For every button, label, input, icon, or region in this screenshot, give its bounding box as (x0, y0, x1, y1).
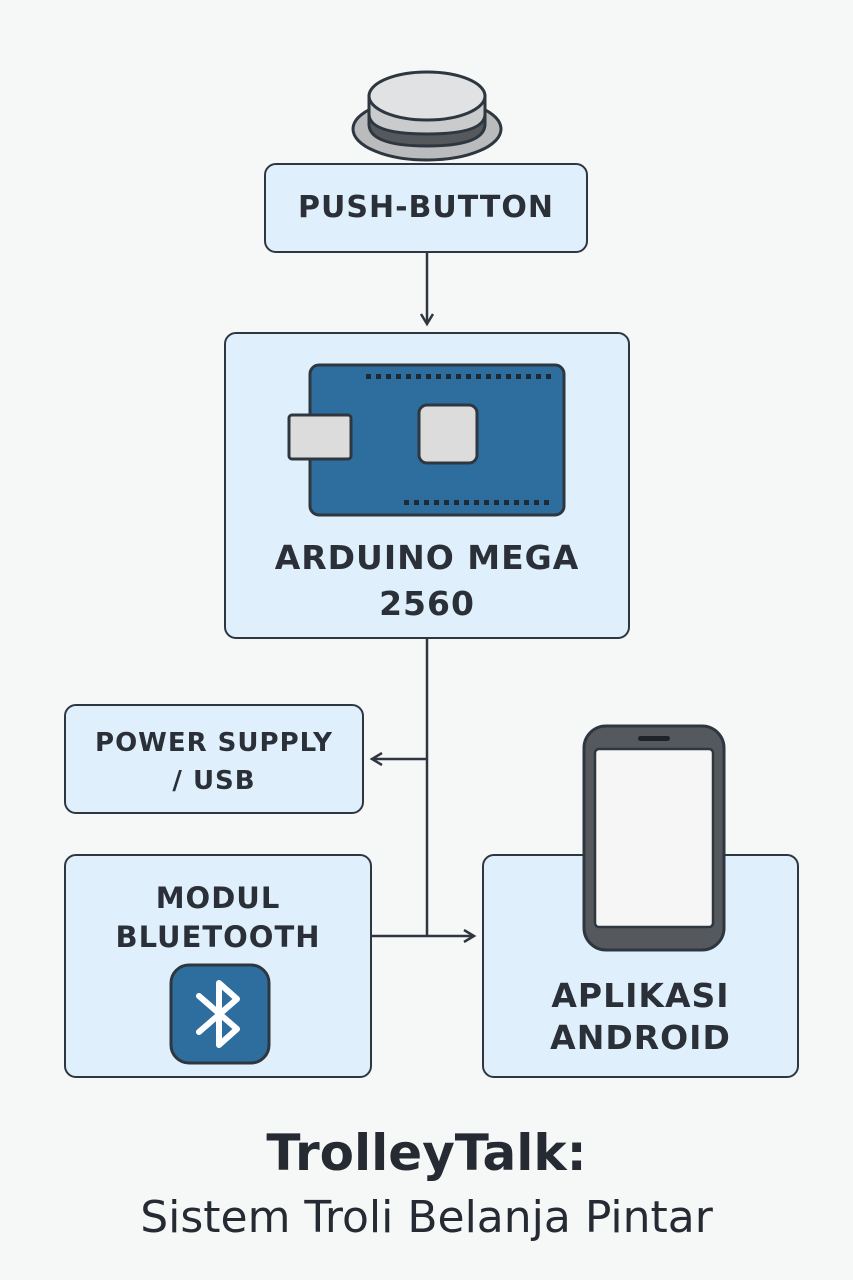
smartphone-icon (582, 724, 726, 952)
android-label-line2: ANDROID (550, 1018, 731, 1057)
push-button-node: PUSH-BUTTON (264, 163, 588, 253)
push-button-label: PUSH-BUTTON (298, 190, 554, 225)
bluetooth-label-line2: BLUETOOTH (115, 920, 321, 954)
push-button-icon (351, 70, 503, 162)
diagram-subtitle: Sistem Troli Belanja Pintar (140, 1192, 713, 1243)
arduino-label-line1: ARDUINO MEGA (274, 538, 580, 577)
bluetooth-icon (169, 963, 271, 1065)
power-supply-node: POWER SUPPLY / USB (64, 704, 364, 814)
bluetooth-node: MODUL BLUETOOTH (64, 854, 372, 1078)
arduino-node: ARDUINO MEGA 2560 (224, 332, 630, 639)
diagram-title: TrolleyTalk: (266, 1124, 587, 1182)
android-app-node: APLIKASI ANDROID (482, 854, 799, 1078)
android-label-line1: APLIKASI (551, 976, 730, 1015)
arduino-board-icon (287, 363, 566, 517)
bluetooth-label-line1: MODUL (155, 881, 281, 915)
power-supply-label-line1: POWER SUPPLY (95, 728, 333, 758)
power-supply-label-line2: / USB (172, 766, 256, 796)
arduino-label-line2: 2560 (379, 584, 475, 623)
